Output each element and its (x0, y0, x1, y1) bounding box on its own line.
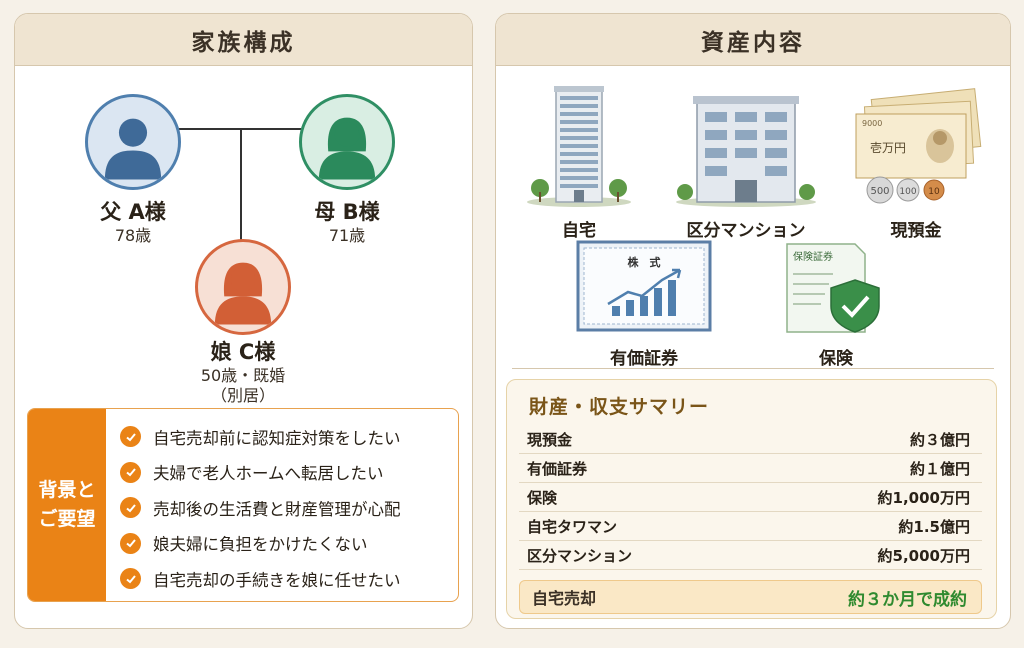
list-item-text: 自宅売却前に認知症対策をしたい (153, 428, 401, 448)
family-panel: 家族構成 父 A様 78歳 母 B様 71歳 娘 C様 50歳・既婚 （別居） … (14, 13, 473, 629)
summary-row: 現預金 約３億円 (519, 425, 982, 454)
asset-cash-label: 現預金 (890, 221, 942, 241)
asset-insurance: 保険証券 保険 (781, 240, 891, 369)
daughter-note: （別居） (210, 386, 275, 405)
bill-number: 9000 (862, 119, 882, 128)
summary-row-label: 保険 (527, 488, 558, 507)
assets-divider (512, 368, 994, 369)
father-avatar (85, 94, 181, 190)
assets-panel-title: 資産内容 (496, 14, 1010, 66)
list-item: 自宅売却の手続きを娘に任せたい (120, 561, 458, 597)
summary-row: 自宅タワマン 約1.5億円 (519, 512, 982, 541)
checkmark-icon (120, 497, 141, 519)
asset-condo-label: 区分マンション (686, 221, 806, 241)
stock-certificate-icon: 株 式 (576, 240, 712, 332)
child-connector-line (240, 128, 242, 240)
summary-row: 有価証券 約１億円 (519, 454, 982, 483)
asset-home: 自宅 (524, 76, 634, 241)
stock-doc-title: 株 式 (628, 255, 661, 269)
list-item-text: 売却後の生活費と財産管理が心配 (153, 499, 401, 519)
mother-name: 母 B様 (314, 200, 380, 224)
daughter-age: 50歳・既婚 (200, 366, 286, 385)
daughter-name: 娘 C様 (210, 340, 276, 364)
female-person-icon (214, 262, 272, 325)
asset-securities: 株 式 有価証券 (576, 240, 712, 369)
highlight-label: 自宅売却 (532, 589, 597, 608)
summary-box: 財産・収支サマリー 現預金 約３億円 有価証券 約１億円 保険 約1,000万円… (506, 379, 997, 619)
summary-row-label: 有価証券 (527, 459, 588, 478)
checkmark-icon (120, 426, 141, 448)
male-person-icon (104, 118, 162, 180)
summary-title: 財産・収支サマリー (529, 396, 710, 418)
mother-age: 71歳 (328, 226, 366, 245)
list-item: 娘夫婦に負担をかけたくない (120, 526, 458, 562)
summary-row-label: 現預金 (527, 430, 573, 449)
cash-icon: 9000 壱万円 500 100 10 (855, 88, 982, 204)
coin-500: 500 (870, 186, 889, 197)
apartment-building-icon (676, 96, 816, 207)
summary-row-label: 区分マンション (527, 546, 633, 565)
father-name: 父 A様 (100, 200, 166, 224)
list-item: 売却後の生活費と財産管理が心配 (120, 490, 458, 526)
checkmark-icon (120, 461, 141, 483)
background-requests-list: 自宅売却前に認知症対策をしたい 夫婦で老人ホームへ転居したい 売却後の生活費と財… (106, 409, 458, 601)
background-label-line1: 背景と (38, 478, 96, 501)
bill-text: 壱万円 (870, 141, 906, 155)
background-requests-box: 背景と ご要望 自宅売却前に認知症対策をしたい 夫婦で老人ホームへ転居したい 売… (27, 408, 459, 602)
background-requests-label: 背景と ご要望 (28, 409, 106, 601)
highlight-value: 約３か月で成約 (848, 589, 967, 610)
list-item-text: 自宅売却の手続きを娘に任せたい (153, 570, 401, 590)
checkmark-icon (120, 568, 141, 590)
list-item: 自宅売却前に認知症対策をしたい (120, 419, 458, 455)
asset-home-label: 自宅 (562, 221, 596, 241)
daughter-avatar (195, 239, 291, 335)
summary-row-value: 約1,000万円 (877, 488, 970, 507)
list-item-text: 夫婦で老人ホームへ転居したい (153, 464, 384, 484)
summary-row: 保険 約1,000万円 (519, 483, 982, 512)
background-label-line2: ご要望 (38, 508, 96, 530)
family-panel-title: 家族構成 (15, 14, 472, 66)
asset-insurance-label: 保険 (819, 349, 853, 369)
asset-securities-label: 有価証券 (610, 349, 678, 369)
assets-panel: 資産内容 自宅 (495, 13, 1011, 629)
tower-building-icon (527, 86, 631, 207)
female-person-icon (318, 117, 376, 180)
father-age: 78歳 (114, 226, 152, 245)
summary-row-value: 約1.5億円 (898, 517, 970, 536)
checkmark-icon (120, 532, 141, 554)
summary-highlight-row: 自宅売却 約３か月で成約 (519, 580, 982, 614)
coin-10: 10 (928, 187, 940, 197)
asset-cash: 9000 壱万円 500 100 10 現預金 (846, 76, 986, 241)
summary-row-value: 約３億円 (909, 430, 970, 449)
summary-row: 区分マンション 約5,000万円 (519, 541, 982, 570)
mother-avatar (299, 94, 395, 190)
summary-row-value: 約5,000万円 (877, 546, 970, 565)
coin-100: 100 (899, 187, 916, 197)
list-item: 夫婦で老人ホームへ転居したい (120, 455, 458, 491)
asset-condo: 区分マンション (671, 76, 821, 241)
summary-row-value: 約１億円 (909, 459, 970, 478)
insurance-doc-title: 保険証券 (793, 250, 833, 263)
summary-row-label: 自宅タワマン (527, 517, 618, 536)
insurance-policy-icon: 保険証券 (786, 243, 880, 333)
list-item-text: 娘夫婦に負担をかけたくない (153, 535, 368, 555)
